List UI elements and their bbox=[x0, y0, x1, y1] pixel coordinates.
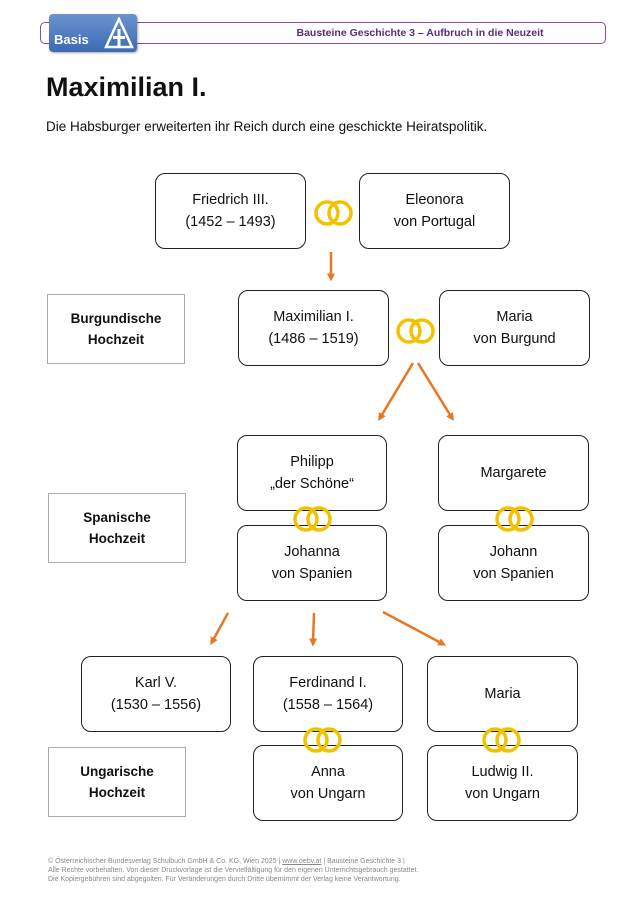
person-name: Margarete bbox=[480, 465, 547, 481]
arrow-max-philipp bbox=[378, 362, 415, 422]
person-detail: von Ungarn bbox=[290, 786, 366, 802]
box-ludwig: Ludwig II. von Ungarn bbox=[427, 745, 578, 821]
box-ferdinand: Ferdinand I. (1558 – 1564) bbox=[253, 656, 403, 732]
person-name: Karl V. bbox=[134, 675, 178, 691]
arrow-to-maria bbox=[382, 610, 447, 646]
person-name: Anna bbox=[311, 764, 345, 780]
label-burgundian-wedding: Burgundische Hochzeit bbox=[47, 294, 185, 364]
arrow-to-karl bbox=[210, 612, 230, 646]
series-title: Bausteine Geschichte 3 – Aufbruch in die… bbox=[296, 27, 544, 39]
person-name: Maximilian I. bbox=[273, 309, 354, 325]
footer-copyright: © Österreichischer Bundesverlag Schulbuc… bbox=[48, 857, 418, 884]
wedding-rings-icon bbox=[303, 727, 342, 753]
footer-line-2: Alle Rechte vorbehalten. Von dieser Druc… bbox=[48, 867, 419, 874]
person-detail: (1486 – 1519) bbox=[268, 331, 359, 347]
person-detail: von Portugal bbox=[393, 214, 476, 230]
box-margarete: Margarete bbox=[438, 435, 589, 511]
person-detail: von Spanien bbox=[271, 566, 353, 582]
footer-line-1: © Österreichischer Bundesverlag Schulbuc… bbox=[48, 858, 405, 865]
publisher-link[interactable]: www.oebv.at bbox=[282, 858, 322, 865]
person-detail: (1452 – 1493) bbox=[185, 214, 276, 230]
footer-line-3: Die Kopiergebühren sind abgegolten. Für … bbox=[48, 876, 401, 883]
wedding-rings-icon bbox=[314, 200, 353, 226]
label-spanish-wedding: Spanische Hochzeit bbox=[48, 493, 186, 563]
box-friedrich: Friedrich III. (1452 – 1493) bbox=[155, 173, 306, 249]
person-detail: von Ungarn bbox=[465, 786, 540, 802]
person-name: Johann bbox=[489, 544, 538, 560]
arrow-max-margarete bbox=[416, 362, 454, 421]
page-title: Maximilian I. bbox=[46, 72, 207, 102]
wedding-rings-icon bbox=[495, 506, 534, 532]
header-bar bbox=[40, 22, 606, 44]
person-name: Philipp bbox=[290, 454, 334, 470]
arrow-to-ferdinand bbox=[309, 612, 318, 647]
person-name: Friedrich III. bbox=[192, 192, 269, 208]
page-subtitle: Die Habsburger erweiterten ihr Reich dur… bbox=[46, 119, 488, 134]
triangle-logo-icon bbox=[104, 17, 134, 49]
wedding-rings-icon bbox=[482, 727, 521, 753]
person-detail: von Spanien bbox=[473, 566, 554, 582]
logo-text: Basis bbox=[54, 32, 89, 47]
wedding-rings-icon bbox=[293, 506, 332, 532]
person-name: Ludwig II. bbox=[471, 764, 534, 780]
person-name: Ferdinand I. bbox=[289, 675, 367, 691]
person-name: Johanna bbox=[284, 544, 340, 560]
box-anna: Anna von Ungarn bbox=[253, 745, 403, 821]
person-name: Maria bbox=[484, 686, 521, 702]
box-maria-habsburg: Maria bbox=[427, 656, 578, 732]
box-johann: Johann von Spanien bbox=[438, 525, 589, 601]
person-name: Maria bbox=[496, 309, 533, 325]
box-karl: Karl V. (1530 – 1556) bbox=[81, 656, 231, 732]
box-eleonora: Eleonora von Portugal bbox=[359, 173, 510, 249]
person-detail: (1558 – 1564) bbox=[282, 697, 374, 713]
person-detail: „der Schöne“ bbox=[270, 476, 354, 492]
box-maria-burgund: Maria von Burgund bbox=[439, 290, 590, 366]
box-maximilian: Maximilian I. (1486 – 1519) bbox=[238, 290, 389, 366]
label-hungarian-wedding: Ungarische Hochzeit bbox=[48, 747, 186, 817]
wedding-rings-icon bbox=[396, 318, 435, 344]
box-johanna: Johanna von Spanien bbox=[237, 525, 387, 601]
basis-logo: Basis bbox=[49, 14, 137, 52]
person-detail: von Burgund bbox=[473, 331, 556, 347]
person-detail: (1530 – 1556) bbox=[110, 697, 202, 713]
person-name: Eleonora bbox=[405, 192, 464, 208]
